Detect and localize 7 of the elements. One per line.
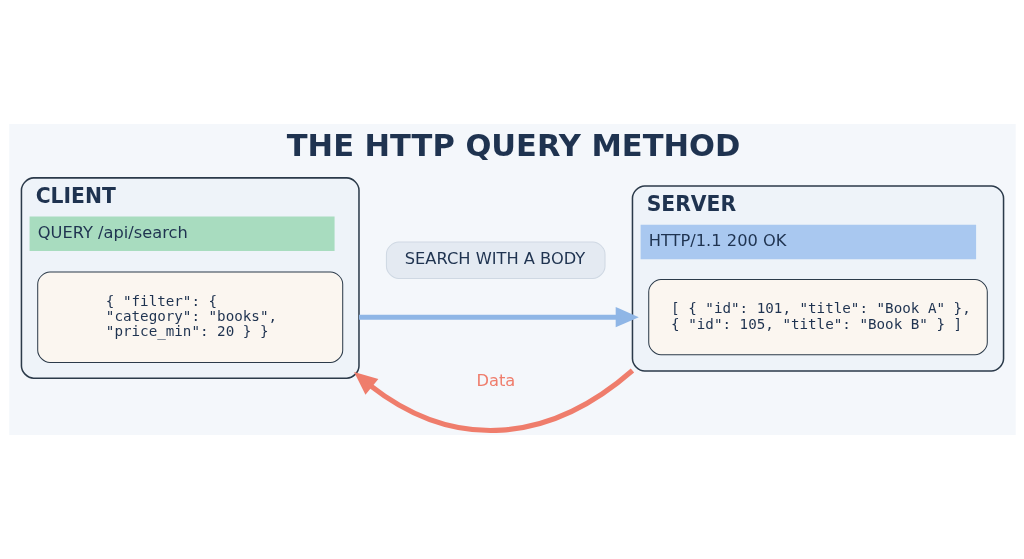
diagram-title: THE HTTP QUERY METHOD — [286, 127, 740, 163]
node-box: [ { "id": 101, "title": "Book A" }, { "id": 105, "title": "Book B" } ] — [647, 279, 988, 356]
node-box: { "filter": { "category": "books", "price_min": 20 } } — [36, 271, 343, 363]
arrow — [353, 368, 634, 433]
arrow — [358, 307, 639, 328]
node-box: SEARCH WITH A BODY — [385, 241, 606, 280]
edge-label: Data — [475, 371, 515, 391]
